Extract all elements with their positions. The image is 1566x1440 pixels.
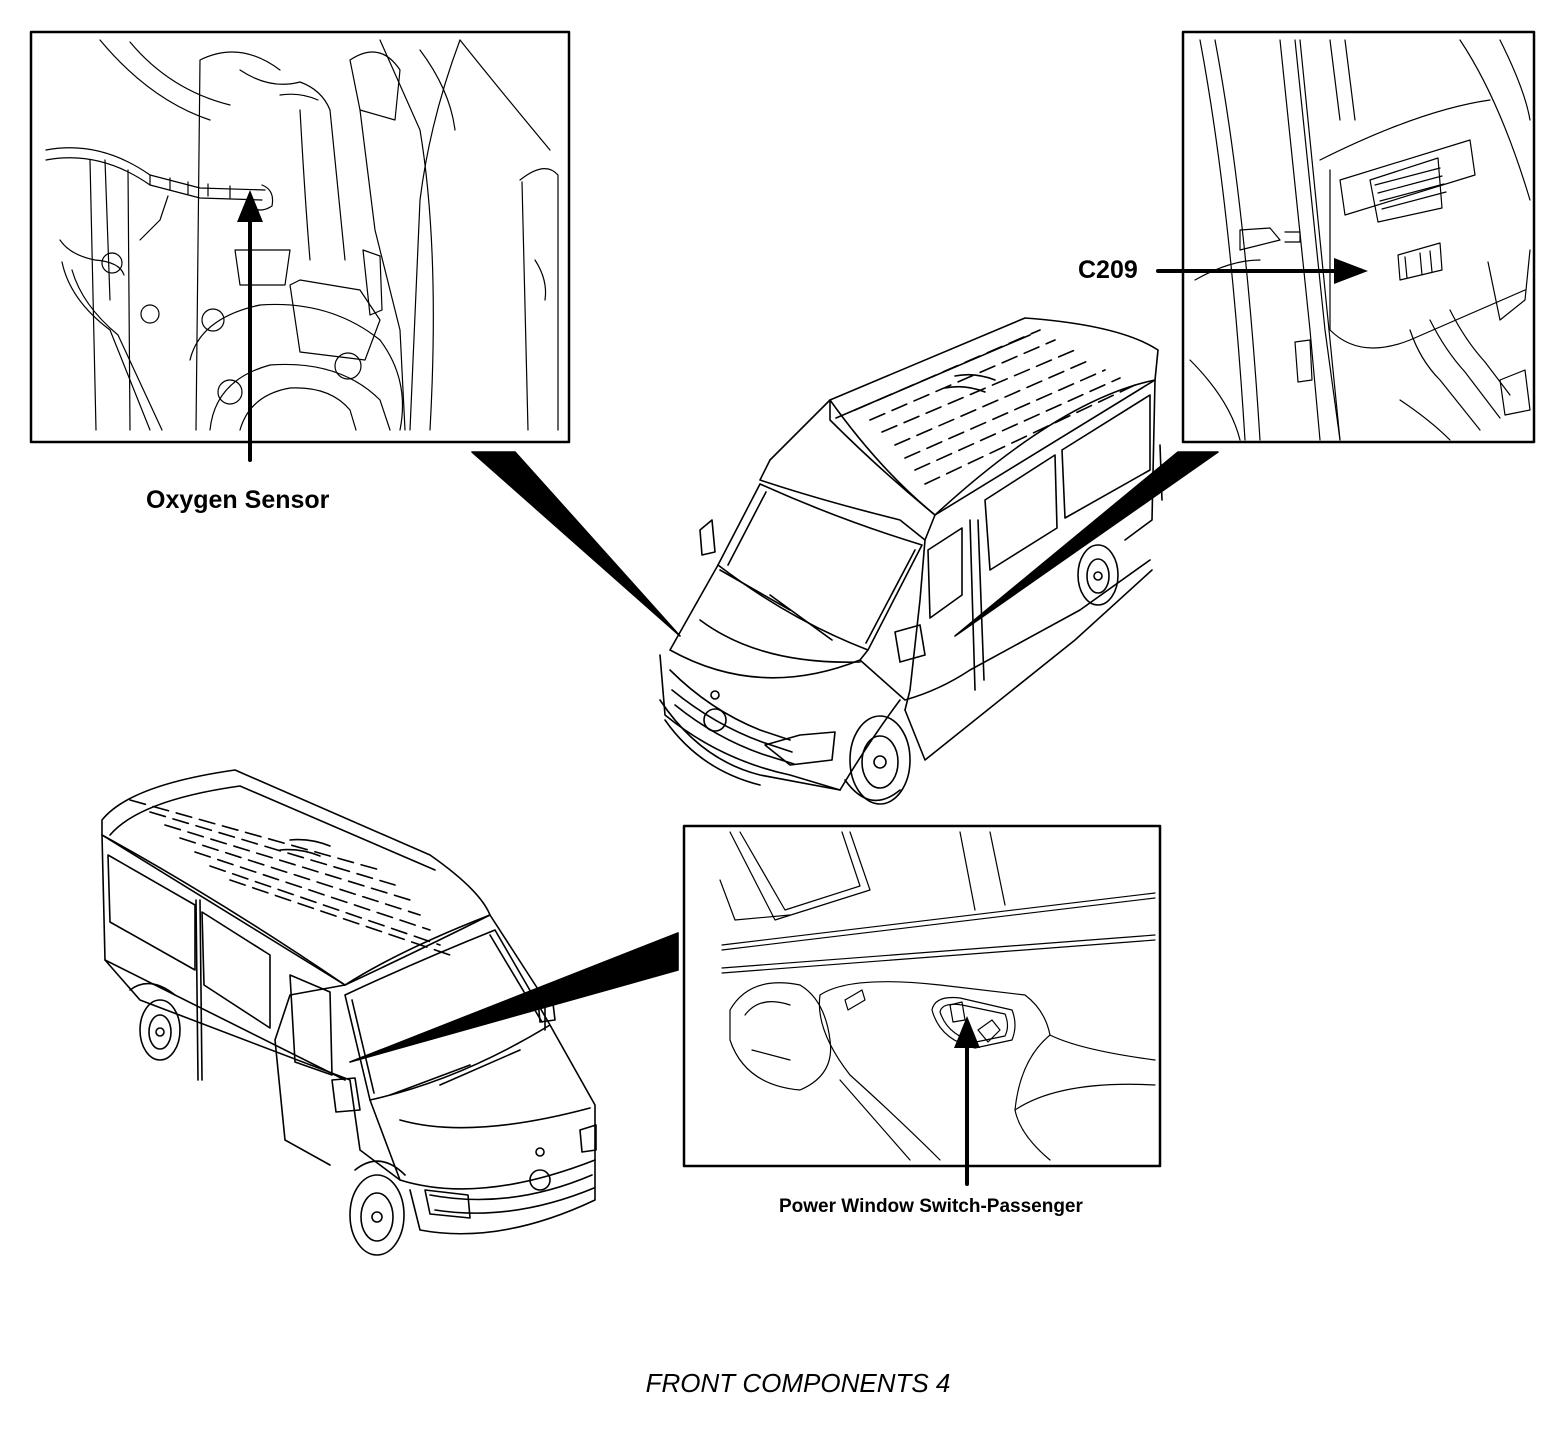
power-window-switch-callout: Power Window Switch-Passenger <box>779 1196 1083 1217</box>
inset-oxygen-sensor <box>31 32 569 460</box>
van-side-illustration <box>102 770 596 1255</box>
van-front-illustration <box>660 318 1162 804</box>
figure-caption: FRONT COMPONENTS 4 <box>645 1368 951 1398</box>
inset-c209 <box>1158 32 1534 442</box>
inset-power-window-switch <box>684 826 1160 1184</box>
oxygen-sensor-callout: Oxygen Sensor <box>146 486 330 514</box>
c209-callout: C209 <box>1078 256 1138 284</box>
